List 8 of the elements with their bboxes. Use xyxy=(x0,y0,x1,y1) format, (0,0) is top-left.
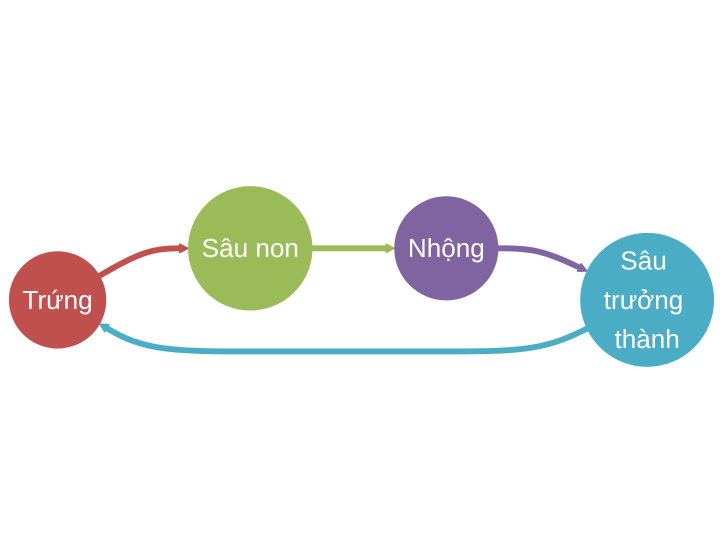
arrow xyxy=(498,245,588,272)
arrow xyxy=(312,243,396,254)
node-circle: Nhộng xyxy=(394,196,498,300)
node-circle: Trứng xyxy=(8,251,106,349)
node-circle: Sâu trưởng thành xyxy=(580,232,714,367)
arrow xyxy=(98,323,589,354)
arrow xyxy=(98,243,190,278)
node-circle: Sâu non xyxy=(188,186,312,311)
